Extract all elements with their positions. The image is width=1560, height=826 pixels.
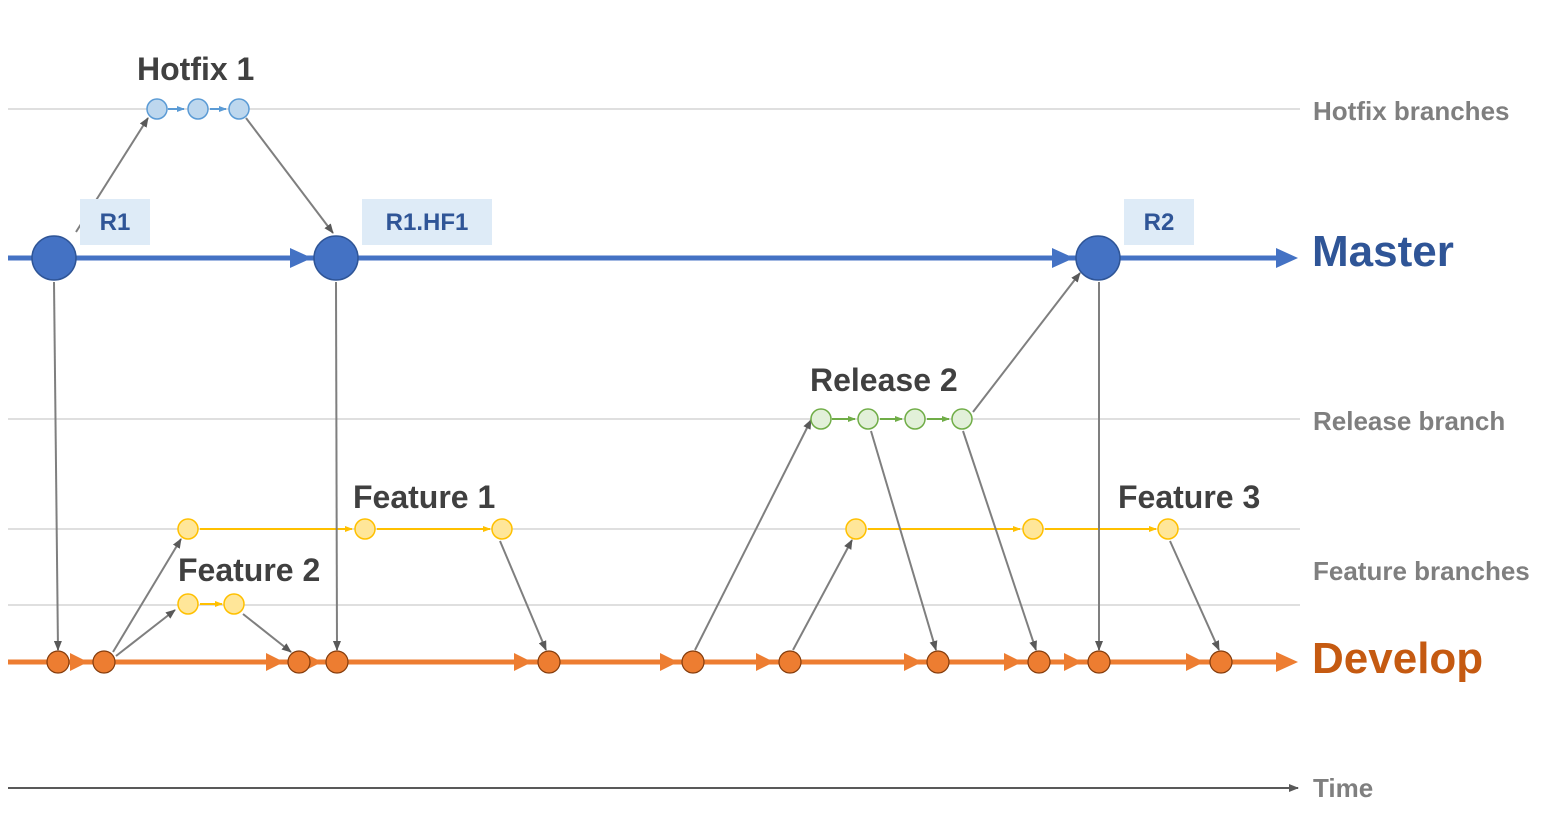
release-commit [904, 408, 926, 430]
branch-title-feature2: Feature 2 [178, 552, 320, 588]
merge-connector [972, 272, 1081, 413]
develop-commit [46, 650, 70, 674]
tag-r2: R2 [1144, 209, 1175, 236]
merge-connector [242, 613, 292, 653]
tag-r1hf1: R1.HF1 [386, 209, 469, 236]
merge-connector [962, 430, 1037, 651]
develop-arrow [266, 653, 284, 671]
tag-r1hf1-box [362, 199, 492, 245]
branch-connector [115, 609, 176, 657]
merge-connector [53, 281, 62, 651]
develop-arrow [514, 653, 532, 671]
develop-commit [778, 650, 802, 674]
feature1-commit [354, 518, 376, 540]
develop-arrow [1064, 653, 1082, 671]
master-commit-r1 [31, 235, 77, 281]
lane-label-release: Release branch [1313, 406, 1505, 436]
merge-connector [870, 430, 938, 651]
branch-connector [694, 419, 812, 651]
develop-arrow [70, 653, 88, 671]
branch-title-feature1: Feature 1 [353, 479, 495, 515]
develop-arrow [1004, 653, 1022, 671]
release-commit [951, 408, 973, 430]
feature2-commit [223, 593, 245, 615]
master-end-arrow [1276, 248, 1298, 268]
release-commit [857, 408, 879, 430]
develop-commit [681, 650, 705, 674]
feature3-commit [1022, 518, 1044, 540]
connectors [53, 117, 1220, 657]
merge-connector [1169, 540, 1220, 651]
lane-label-time: Time [1313, 773, 1373, 803]
branch-connector [112, 538, 182, 653]
hotfix-commit [146, 98, 168, 120]
merge-connector [245, 117, 334, 234]
develop-commit [92, 650, 116, 674]
master-arrow [1052, 248, 1074, 268]
tag-r1: R1 [100, 209, 131, 236]
feature1-commit [491, 518, 513, 540]
branch-title-release2: Release 2 [810, 362, 958, 398]
merge-connector [499, 540, 547, 651]
develop-commit [1027, 650, 1051, 674]
tag-r1-box [80, 199, 150, 245]
develop-arrow [904, 653, 922, 671]
branch-connector [792, 539, 853, 651]
develop-commit [926, 650, 950, 674]
lane-label-feature: Feature branches [1313, 556, 1530, 586]
branch-title-hotfix1: Hotfix 1 [137, 51, 254, 87]
develop-commit [287, 650, 311, 674]
develop-arrow [1186, 653, 1204, 671]
feature2-commit [177, 593, 199, 615]
develop-end-arrow [1276, 652, 1298, 672]
lane-label-hotfix: Hotfix branches [1313, 96, 1510, 126]
merge-connector [332, 281, 341, 651]
feature3-commit [1157, 518, 1179, 540]
release-commit [810, 408, 832, 430]
hotfix-commit [187, 98, 209, 120]
branch-title-feature3: Feature 3 [1118, 479, 1260, 515]
develop-commit [1209, 650, 1233, 674]
master-commit-r1hf1 [313, 235, 359, 281]
lane-label-develop: Develop [1312, 634, 1483, 683]
develop-commit [325, 650, 349, 674]
feature1-commit [177, 518, 199, 540]
develop-arrow [660, 653, 678, 671]
master-arrow [290, 248, 312, 268]
feature3-commit [845, 518, 867, 540]
develop-commit [1087, 650, 1111, 674]
develop-commits [46, 650, 1233, 674]
hotfix-commit [228, 98, 250, 120]
master-commit-r2 [1075, 235, 1121, 281]
tag-r2-box [1124, 199, 1194, 245]
develop-arrow [756, 653, 774, 671]
lane-label-master: Master [1312, 227, 1454, 276]
develop-commit [537, 650, 561, 674]
